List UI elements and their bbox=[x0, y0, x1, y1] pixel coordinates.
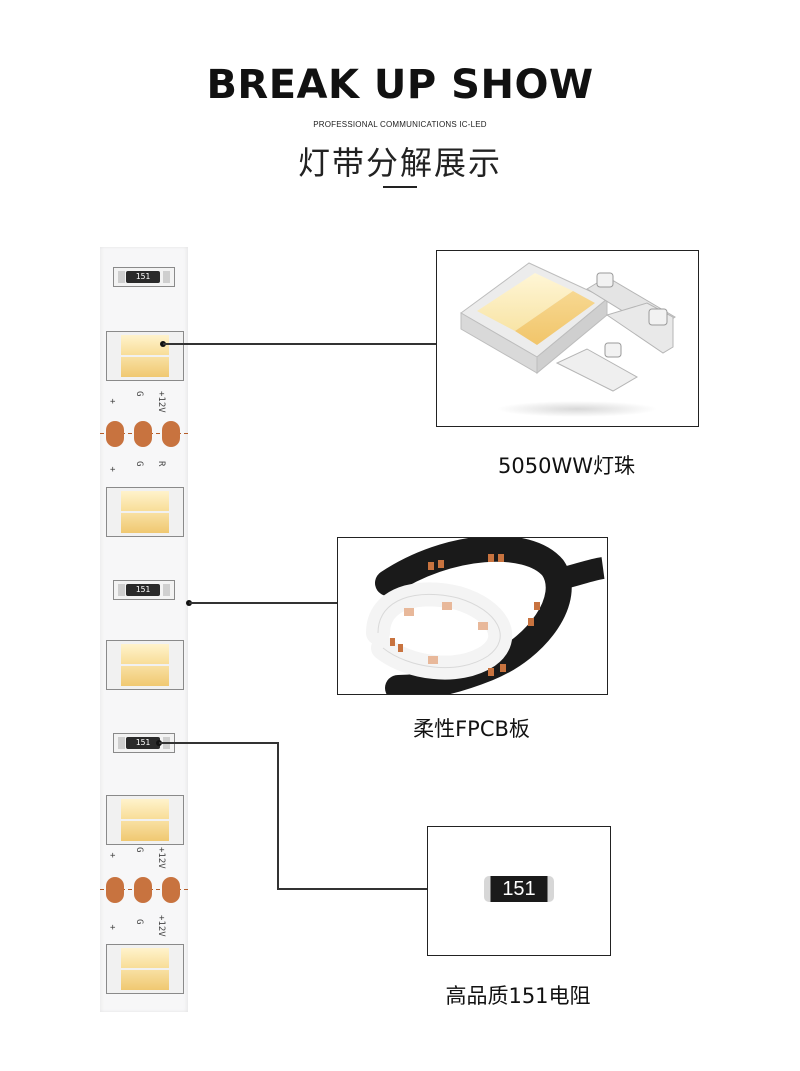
strip-led bbox=[106, 331, 184, 381]
callout-line-led bbox=[163, 343, 436, 345]
strip-resistor: 151 bbox=[113, 580, 175, 600]
title-divider bbox=[383, 186, 417, 188]
led-chip-image bbox=[436, 250, 699, 427]
strip-led bbox=[106, 944, 184, 994]
strip-cut-pads bbox=[100, 877, 188, 903]
strip-mark-12v: +12V bbox=[156, 391, 166, 413]
strip-mark-g: G bbox=[134, 919, 144, 925]
strip-resistor-code: 151 bbox=[135, 272, 151, 281]
strip-led bbox=[106, 487, 184, 537]
strip-resistor: 151 bbox=[113, 267, 175, 287]
caption-resistor: 高品质151电阻 bbox=[445, 984, 591, 1008]
callout-line-resistor-h1 bbox=[159, 742, 277, 744]
led-strip-image: 151 G +12V + + G R 151 151 + G +12V bbox=[100, 247, 188, 1012]
callout-line-fpcb bbox=[189, 602, 337, 604]
page-subtitle: PROFESSIONAL COMMUNICATIONS IC-LED bbox=[313, 120, 487, 129]
strip-mark-plus: + bbox=[110, 923, 116, 933]
page-title-cn: 灯带分解展示 bbox=[297, 144, 502, 182]
strip-mark-g: G bbox=[134, 391, 144, 397]
strip-mark-g: G bbox=[134, 847, 144, 853]
led-chip-illustration bbox=[460, 262, 676, 417]
callout-line-resistor-h2 bbox=[277, 888, 427, 890]
fpcb-image bbox=[337, 535, 608, 701]
caption-led: 5050WW灯珠 bbox=[498, 454, 635, 478]
fpcb-illustration bbox=[366, 535, 605, 701]
caption-fpcb: 柔性FPCB板 bbox=[413, 717, 530, 741]
resistor-chip: 151 bbox=[484, 876, 554, 902]
strip-resistor-code: 151 bbox=[135, 585, 151, 594]
callout-line-resistor-v bbox=[277, 742, 279, 889]
strip-mark-plus: + bbox=[110, 397, 116, 407]
strip-cut-pads bbox=[100, 421, 188, 447]
strip-mark-r: R bbox=[156, 461, 166, 467]
strip-mark-12v: +12V bbox=[156, 915, 166, 937]
strip-mark-12v: +12V bbox=[156, 847, 166, 869]
strip-led bbox=[106, 640, 184, 690]
strip-mark-plus: + bbox=[110, 465, 116, 475]
resistor-chip-code: 151 bbox=[502, 878, 536, 900]
strip-resistor-code: 151 bbox=[135, 738, 151, 747]
strip-led bbox=[106, 795, 184, 845]
strip-mark-g: G bbox=[134, 461, 144, 467]
strip-mark-plus: + bbox=[110, 851, 116, 861]
page-title: BREAK UP SHOW bbox=[206, 62, 594, 108]
